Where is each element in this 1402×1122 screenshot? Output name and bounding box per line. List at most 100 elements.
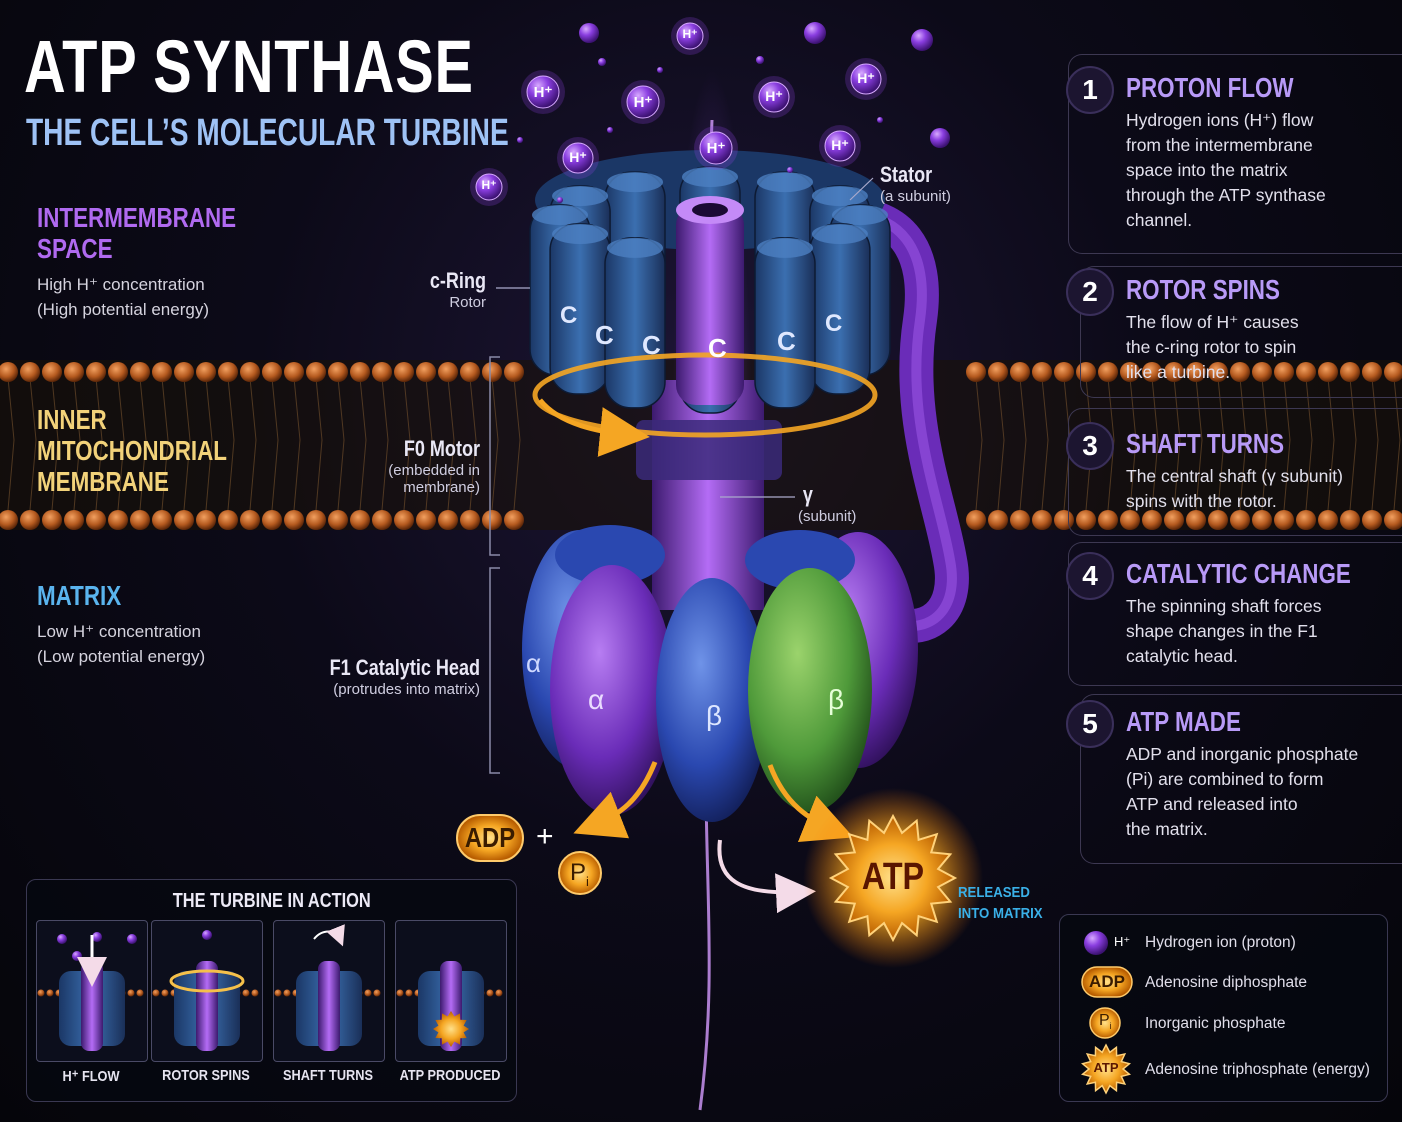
c-ring-rotor bbox=[529, 150, 891, 414]
lipid-tail bbox=[227, 439, 235, 511]
lipid-tail bbox=[249, 439, 257, 511]
region-matrix: MATRIX Low H⁺ concentration (Low potenti… bbox=[37, 580, 205, 669]
label-f0-sub: (embedded in bbox=[388, 462, 480, 479]
c-subunit-cap bbox=[757, 237, 813, 258]
c-subunit-letter: C bbox=[642, 330, 661, 360]
beta-subunit-green bbox=[748, 568, 872, 812]
lipid-head bbox=[1142, 510, 1162, 530]
proton bbox=[607, 127, 613, 133]
lipid-head bbox=[1340, 510, 1360, 530]
lipid-tail bbox=[1239, 377, 1247, 441]
lipid-head bbox=[372, 362, 392, 382]
lipid-tail bbox=[95, 439, 103, 511]
turbine-frame bbox=[36, 920, 148, 1062]
c-subunit-cap bbox=[607, 237, 663, 258]
lipid-head bbox=[1384, 362, 1402, 382]
step-title: SHAFT TURNS bbox=[1126, 428, 1285, 459]
turbine-frame bbox=[273, 920, 385, 1062]
lipid-tail bbox=[1217, 377, 1225, 441]
lipid-tail bbox=[161, 439, 169, 511]
proton-label: H⁺ bbox=[481, 178, 497, 192]
beta-letter: β bbox=[828, 684, 845, 715]
lipid-tail bbox=[293, 439, 301, 511]
label-c-ring: c-Ring Rotor bbox=[376, 268, 486, 311]
lipid-head bbox=[1340, 362, 1360, 382]
c-subunit-cap bbox=[682, 167, 738, 187]
lipid-tail bbox=[227, 377, 235, 441]
turbine-frame-label: SHAFT TURNS bbox=[283, 1067, 373, 1084]
lipid-head bbox=[64, 362, 84, 382]
lipid-head bbox=[1120, 510, 1140, 530]
lipid-tail bbox=[315, 377, 323, 441]
c-subunit-cap bbox=[552, 186, 609, 206]
lipid-head bbox=[1252, 510, 1272, 530]
proton bbox=[517, 137, 523, 143]
label-stator: Stator (a subunit) bbox=[880, 162, 1000, 205]
lipid-tail bbox=[117, 439, 125, 511]
lipid-tail bbox=[403, 439, 411, 511]
step-description-line: through the ATP synthase bbox=[1126, 185, 1326, 205]
lipid-tail bbox=[29, 377, 37, 441]
turbine-frame bbox=[395, 920, 507, 1062]
legend-atp-icon bbox=[1080, 1043, 1132, 1095]
proton-cloud bbox=[470, 17, 950, 206]
step-description-line: The flow of H⁺ causes bbox=[1126, 312, 1299, 332]
proton bbox=[579, 23, 599, 43]
lipid-head bbox=[966, 510, 986, 530]
step-description-line: the matrix. bbox=[1126, 819, 1208, 839]
lipid-head bbox=[1252, 362, 1272, 382]
released-line: RELEASED bbox=[958, 884, 1030, 901]
proton bbox=[850, 63, 882, 95]
legend-proton-icon bbox=[1084, 931, 1108, 955]
lipid-tail bbox=[1327, 377, 1335, 441]
step-number-badge: 1 bbox=[1066, 66, 1114, 114]
step-box bbox=[1068, 542, 1402, 686]
alpha-subunit bbox=[550, 565, 674, 815]
step-description-line: (Pi) are combined to form bbox=[1126, 769, 1324, 789]
step-description-line: Hydrogen ions (H⁺) flow bbox=[1126, 110, 1314, 130]
lipid-head bbox=[482, 362, 502, 382]
gamma-shaft bbox=[652, 380, 764, 610]
c-subunit bbox=[754, 237, 816, 409]
proton bbox=[756, 56, 764, 64]
turbine-panel-title: THE TURBINE IN ACTION bbox=[172, 890, 371, 912]
lipid-tail bbox=[381, 377, 389, 441]
lipid-tail bbox=[1063, 377, 1071, 441]
lipid-tail bbox=[73, 377, 81, 441]
lipid-head bbox=[1098, 510, 1118, 530]
mini-rotation-arrow bbox=[313, 924, 345, 947]
proton bbox=[699, 131, 733, 165]
lipid-head bbox=[240, 510, 260, 530]
region-title-line: MEMBRANE bbox=[37, 466, 169, 497]
step-description-line: spins with the rotor. bbox=[1126, 491, 1277, 511]
c-subunit bbox=[604, 237, 666, 409]
lipid-tail bbox=[337, 439, 345, 511]
lipid-head bbox=[1274, 362, 1294, 382]
lipid-tail bbox=[359, 439, 367, 511]
lipid-tail bbox=[205, 439, 213, 511]
lipid-head bbox=[1032, 362, 1052, 382]
lipid-tail bbox=[1151, 439, 1159, 511]
lipid-tail bbox=[139, 439, 147, 511]
lipid-head bbox=[218, 362, 238, 382]
lipid-head bbox=[174, 510, 194, 530]
step-description-line: channel. bbox=[1126, 210, 1193, 230]
region-title-line: MITOCHONDRIAL bbox=[37, 435, 227, 466]
lipid-tail bbox=[117, 377, 125, 441]
lipid-head bbox=[1010, 362, 1030, 382]
proton bbox=[475, 173, 503, 201]
turbine-frame-label: ROTOR SPINS bbox=[162, 1067, 250, 1084]
lipid-head bbox=[396, 989, 404, 997]
lipid-tail bbox=[403, 377, 411, 441]
step-description-line: The spinning shaft forces bbox=[1126, 596, 1322, 616]
lipid-head bbox=[394, 510, 414, 530]
lipid-head bbox=[196, 362, 216, 382]
lipid-head bbox=[350, 362, 370, 382]
lipid-head bbox=[1164, 510, 1184, 530]
proton bbox=[557, 197, 563, 203]
lipid-tail bbox=[29, 439, 37, 511]
lipid-tail bbox=[1239, 439, 1247, 511]
lipid-tail bbox=[1173, 439, 1181, 511]
